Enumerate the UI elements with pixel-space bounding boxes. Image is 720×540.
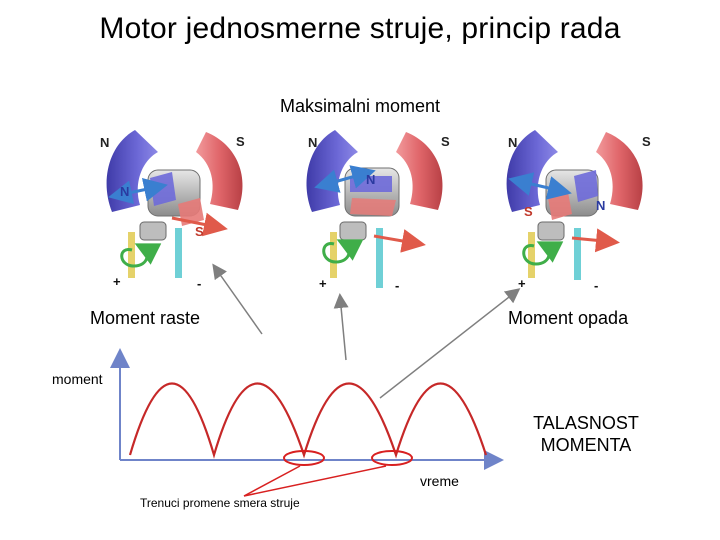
pointer-max-moment (333, 293, 349, 361)
rotor-axis-arrow (314, 165, 376, 193)
commutator (139, 221, 167, 241)
force-arrow (171, 212, 228, 237)
pointer-moment-raste (212, 263, 263, 335)
reversal-marker-2 (371, 450, 413, 466)
y-axis-label: moment (52, 371, 103, 387)
torque-ripple-curve (128, 382, 488, 459)
brush-minus (175, 228, 182, 278)
rotation-arrow (322, 239, 364, 264)
stator-south-pole (596, 132, 643, 210)
motor-3-minus: - (594, 278, 598, 293)
motor-3-rotor-n: N (596, 198, 605, 213)
motor-2-stator-n: N (308, 135, 317, 150)
motor-2-stator-s: S (441, 134, 450, 149)
commutator (339, 221, 367, 241)
stator-south-pole (196, 132, 243, 210)
pointer-moment-opada (379, 288, 521, 399)
torque-ripple-line2: MOMENTA (540, 435, 632, 455)
moment-raste-label: Moment raste (90, 308, 201, 328)
torque-ripple-line1: TALASNOST (533, 413, 639, 433)
brush-plus (128, 232, 135, 278)
motor-2 (306, 130, 443, 288)
x-axis-label: vreme (420, 473, 459, 489)
reversal-marker-1 (283, 450, 325, 466)
stator-south-pole (396, 132, 443, 210)
rotation-arrow (120, 243, 162, 268)
moment-opada-label: Moment opada (508, 308, 629, 328)
slide-title: Motor jednosmerne struje, princip rada (99, 12, 621, 45)
motor-1-minus: - (197, 276, 201, 291)
motor-labels: N S N S + - N S N + - N S N S + - (100, 134, 651, 293)
motor-1-stator-n: N (100, 135, 109, 150)
motor-2-plus: + (319, 276, 327, 291)
motor-3-rotor-s: S (524, 204, 533, 219)
rotor-winding-blue (574, 170, 598, 202)
rotor-axis-arrow (108, 177, 168, 205)
motor-1-rotor-n: N (120, 184, 129, 199)
reversal-pointer-2 (243, 465, 387, 497)
motor-1 (106, 130, 243, 278)
max-moment-label: Maksimalni moment (279, 96, 441, 116)
current-change-label: Trenuci promene smera struje (140, 496, 300, 510)
commutator (537, 221, 565, 241)
motor-3-stator-s: S (642, 134, 651, 149)
motor-1-plus: + (113, 274, 121, 289)
rotation-arrow (522, 241, 564, 266)
motor-2-minus: - (395, 278, 399, 293)
torque-ripple-label: TALASNOST MOMENTA (520, 412, 652, 456)
force-arrow (571, 228, 620, 253)
motor-1-stator-s: S (236, 134, 245, 149)
motor-3-plus: + (518, 276, 526, 291)
rotor-axis-arrow (508, 172, 572, 200)
force-arrow (373, 229, 426, 253)
brush-plus (330, 232, 337, 278)
motor-2-rotor-n: N (366, 172, 375, 187)
motor-3-stator-n: N (508, 135, 517, 150)
brush-minus (376, 228, 383, 288)
reversal-pointer-1 (243, 465, 301, 497)
motor-3 (506, 130, 643, 280)
rotor-winding-red (350, 198, 396, 216)
brush-minus (574, 228, 581, 280)
motor-1-rotor-s: S (195, 224, 204, 239)
brush-plus (528, 232, 535, 278)
